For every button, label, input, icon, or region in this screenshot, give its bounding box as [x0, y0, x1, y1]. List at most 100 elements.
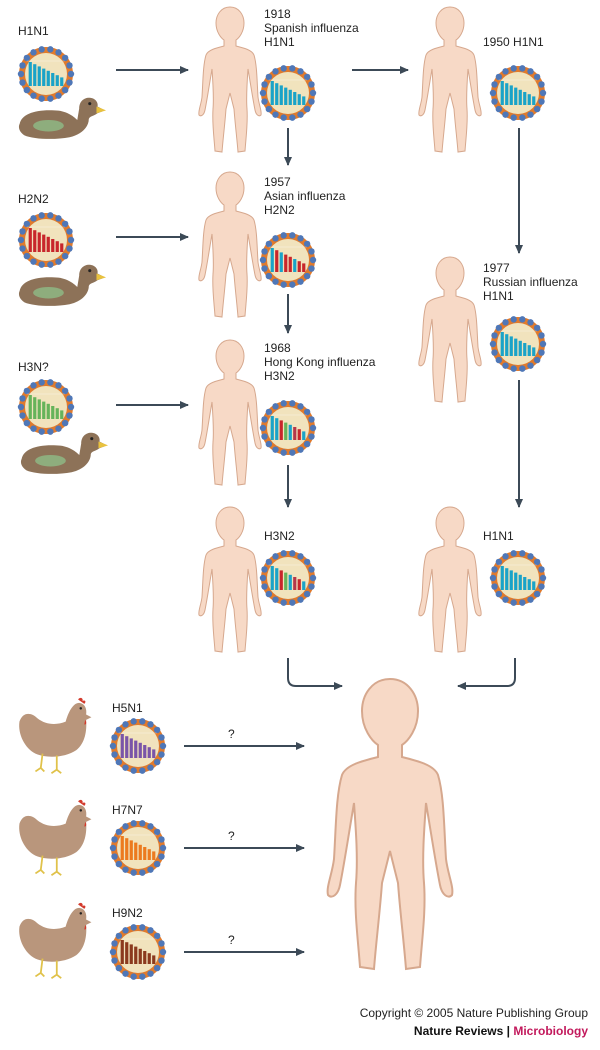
virus-surface-protein — [66, 245, 73, 252]
virus-surface-protein — [47, 212, 54, 219]
gene-segment — [505, 83, 509, 105]
virus-surface-protein — [30, 215, 37, 222]
virus-surface-protein — [139, 767, 146, 774]
gene-segment — [284, 572, 288, 590]
virus-surface-protein — [122, 721, 129, 728]
gene-segment — [532, 96, 536, 105]
virus-surface-protein — [111, 734, 118, 741]
virus-surface-protein — [289, 281, 296, 288]
gene-segment — [120, 734, 124, 758]
virus-surface-protein — [519, 65, 526, 72]
human-1968 — [198, 339, 262, 486]
virus-surface-protein — [309, 89, 317, 97]
virus-surface-protein — [308, 248, 315, 255]
gene-segment — [288, 574, 292, 590]
virus-surface-protein — [303, 440, 311, 448]
gene-segment — [275, 83, 279, 105]
gene-segment — [509, 570, 513, 590]
gene-segment — [293, 577, 297, 590]
gene-segment — [129, 738, 133, 758]
human-1977 — [418, 256, 482, 403]
virus-surface-protein — [115, 828, 123, 836]
virus-surface-protein — [502, 111, 509, 118]
pandemic-year-1968: 1968 — [264, 341, 291, 355]
virus-surface-protein — [289, 449, 296, 456]
virus-surface-protein — [130, 924, 137, 931]
human-h1n1 — [418, 506, 482, 653]
virus-surface-protein — [30, 382, 37, 389]
virus-1950 — [489, 65, 547, 121]
virus-surface-protein — [111, 751, 118, 758]
virus-surface-protein — [489, 574, 497, 582]
virus-surface-protein — [61, 54, 69, 62]
virus-1977 — [489, 316, 547, 372]
virus-surface-protein — [115, 964, 123, 972]
virus-surface-protein — [280, 281, 287, 288]
virus-surface-protein — [115, 860, 123, 868]
virus-surface-protein — [147, 927, 154, 934]
gene-segment — [152, 749, 156, 758]
human-h3n2 — [198, 506, 262, 653]
virus-surface-protein — [303, 558, 311, 566]
gene-segment — [134, 842, 138, 860]
gene-segment — [288, 256, 292, 272]
virus-surface-protein — [491, 98, 498, 105]
virus-surface-protein — [153, 932, 161, 940]
human-1918 — [198, 6, 262, 153]
gene-segment — [284, 254, 288, 272]
unknown-marker: ? — [228, 727, 235, 741]
virus-surface-protein — [17, 403, 25, 411]
virus-surface-protein — [259, 424, 267, 432]
gene-segment — [134, 740, 138, 758]
gene-segment — [293, 259, 297, 272]
gene-segment — [147, 747, 151, 758]
virus-surface-protein — [308, 433, 315, 440]
source-label-chicken1: H5N1 — [112, 701, 143, 715]
virus-surface-protein — [280, 599, 287, 606]
pandemic-year-1957: 1957 — [264, 175, 291, 189]
virus-surface-protein — [297, 596, 304, 603]
influenza-lineage-diagram: H1N1 H2N2 H3N? H5N1 H7N7 H9N2 1918 Spani… — [17, 6, 578, 980]
copyright-notice: Copyright © 2005 Nature Publishing Group — [359, 1006, 588, 1020]
virus-surface-protein — [261, 98, 268, 105]
virus-surface-protein — [491, 566, 498, 573]
virus-surface-protein — [491, 81, 498, 88]
virus-surface-protein — [533, 105, 541, 113]
virus-surface-protein — [55, 258, 62, 265]
gene-segment — [284, 422, 288, 440]
gene-segment — [532, 347, 536, 356]
virus-surface-protein — [67, 70, 75, 78]
virus-surface-protein — [261, 583, 268, 590]
virus-surface-protein — [280, 400, 287, 407]
virus-surface-protein — [261, 416, 268, 423]
virus-surface-protein — [61, 387, 69, 395]
gene-segment — [28, 395, 32, 419]
virus-surface-protein — [67, 403, 75, 411]
virus-1957 — [259, 232, 317, 288]
virus-surface-protein — [259, 574, 267, 582]
gene-segment — [527, 579, 531, 590]
virus-surface-protein — [289, 65, 296, 72]
virus-surface-protein — [533, 356, 541, 364]
virus-surface-protein — [130, 973, 137, 980]
virus-h3n2 — [259, 550, 317, 606]
virus-surface-protein — [289, 400, 296, 407]
gene-segment — [509, 85, 513, 105]
virus-surface-protein — [510, 599, 517, 606]
virus-surface-protein — [38, 428, 45, 435]
virus-surface-protein — [265, 590, 273, 598]
virus-surface-protein — [55, 49, 62, 56]
gene-segment — [302, 581, 306, 590]
virus-surface-protein — [308, 98, 315, 105]
virus-surface-protein — [495, 324, 503, 332]
gene-segment — [120, 836, 124, 860]
duck-icon — [18, 97, 107, 139]
virus-surface-protein — [272, 446, 279, 453]
virus-surface-protein — [303, 105, 311, 113]
virus-surface-protein — [259, 89, 267, 97]
gene-segment — [152, 851, 156, 860]
virus-surface-protein — [122, 764, 129, 771]
gene-segment — [297, 579, 301, 590]
virus-surface-protein — [158, 751, 165, 758]
virus-surface-protein — [111, 957, 118, 964]
